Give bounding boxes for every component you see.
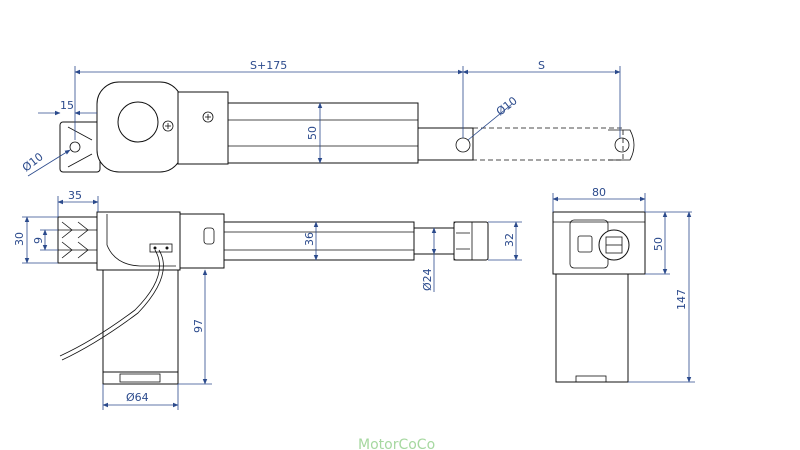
dim-rod-diameter: Ø24 [421, 268, 434, 291]
dim-end-width: 80 [592, 186, 606, 199]
power-cable [59, 249, 160, 357]
motor-end-cap [117, 101, 159, 143]
end-view: 80 50 147 [552, 186, 695, 383]
side-outer-tube [223, 221, 415, 261]
front-hole-extended [614, 137, 630, 153]
inner-rod-extended [472, 127, 624, 161]
screw-head [162, 120, 174, 132]
dim-front-hole: Ø10 [494, 94, 520, 118]
dim-clevis-width: 35 [68, 189, 82, 202]
dim-stroke: S [538, 59, 545, 72]
rear-clevis-hole [69, 141, 81, 153]
dim-clevis-inner: 9 [32, 237, 45, 244]
end-motor-can [555, 273, 629, 383]
side-front-clevis [453, 221, 489, 261]
side-gearbox [96, 211, 181, 271]
gear-bracket [177, 91, 229, 165]
dim-body-height: 50 [306, 126, 319, 140]
side-gear-bracket [179, 213, 225, 269]
dim-tube-diameter: 36 [303, 232, 316, 246]
dim-end-gear-height: 50 [652, 237, 665, 251]
watermark: MotorCoCo [358, 437, 435, 450]
dim-end-total-height: 147 [675, 289, 688, 310]
dim-stroke-total: S+175 [250, 59, 287, 72]
dim-clevis-offset: 15 [60, 99, 74, 112]
dim-motor-diameter: Ø64 [126, 391, 149, 404]
screw-head [202, 111, 214, 123]
top-view: S+175 S 15 Ø10 Ø10 50 [20, 59, 635, 177]
motor-end-cap-side [102, 371, 179, 385]
side-rear-clevis [57, 216, 99, 264]
pin-slot [203, 227, 215, 245]
side-view: 35 30 9 36 Ø24 32 97 Ø64 [13, 189, 522, 410]
inner-rod [417, 127, 474, 161]
dim-motor-length: 97 [192, 319, 205, 333]
outer-tube [227, 102, 419, 164]
cable-gland [149, 243, 173, 253]
dim-rod-end-width: 32 [503, 233, 516, 247]
dim-clevis-outer: 30 [13, 232, 26, 246]
dim-rear-hole: Ø10 [20, 150, 46, 174]
motor-can [102, 269, 179, 381]
